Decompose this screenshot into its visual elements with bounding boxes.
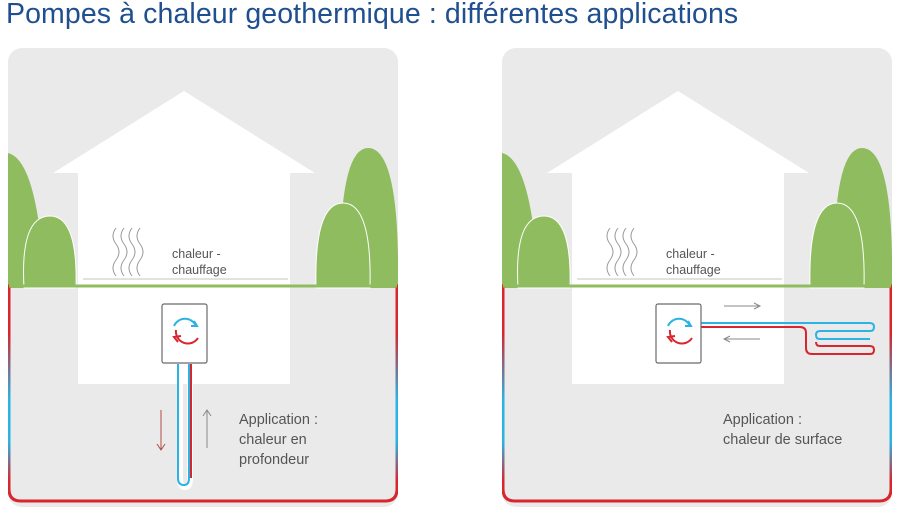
heat-label-line-2: chauffage — [172, 263, 227, 277]
heat-wave-icon — [112, 227, 144, 277]
application-label-line-3: profondeur — [239, 452, 310, 468]
heat-label-line-1: chaleur - — [172, 247, 221, 261]
arrow-right-icon — [724, 302, 762, 310]
arrow-left-icon — [722, 335, 760, 343]
heat-label-line-1: chaleur - — [666, 247, 715, 261]
tree-right-front — [315, 202, 371, 289]
panel-deep-geothermal: chaleur - chauffage Application : chaleu… — [8, 48, 398, 507]
arrow-up-icon — [202, 409, 212, 448]
house-silhouette — [547, 91, 809, 384]
arrow-down-icon — [156, 410, 166, 451]
house-silhouette — [53, 91, 315, 384]
application-label-line-2: chaleur de surface — [723, 432, 843, 448]
page-title: Pompes à chaleur geothermique : différen… — [6, 0, 739, 30]
heat-pump-unit — [161, 303, 208, 364]
collector-hot-pipe — [700, 326, 876, 355]
horizontal-collector — [700, 322, 876, 355]
heat-wave-icon — [606, 227, 638, 277]
ground-circuit-outline — [502, 284, 892, 503]
heat-pump-unit — [655, 303, 702, 364]
tree-left-front — [517, 215, 571, 289]
application-label-line-1: Application : — [723, 412, 802, 428]
heat-pump-cycle-icon — [666, 317, 693, 345]
panel-surface-geothermal: chaleur - chauffage Application : chaleu… — [502, 48, 892, 507]
heat-label-line-2: chauffage — [666, 263, 721, 277]
heat-pump-cycle-icon — [172, 317, 199, 345]
application-label-line-1: Application : — [239, 412, 318, 428]
surface-geothermal-illustration — [502, 48, 892, 507]
probe-cold-pipe — [177, 364, 190, 487]
application-label-line-2: chaleur en — [239, 432, 307, 448]
tree-left-front — [23, 215, 77, 289]
ground-circuit-outline — [8, 284, 398, 503]
collector-cold-pipe — [700, 322, 876, 340]
deep-geothermal-illustration — [8, 48, 398, 507]
tree-right-front — [809, 202, 865, 289]
